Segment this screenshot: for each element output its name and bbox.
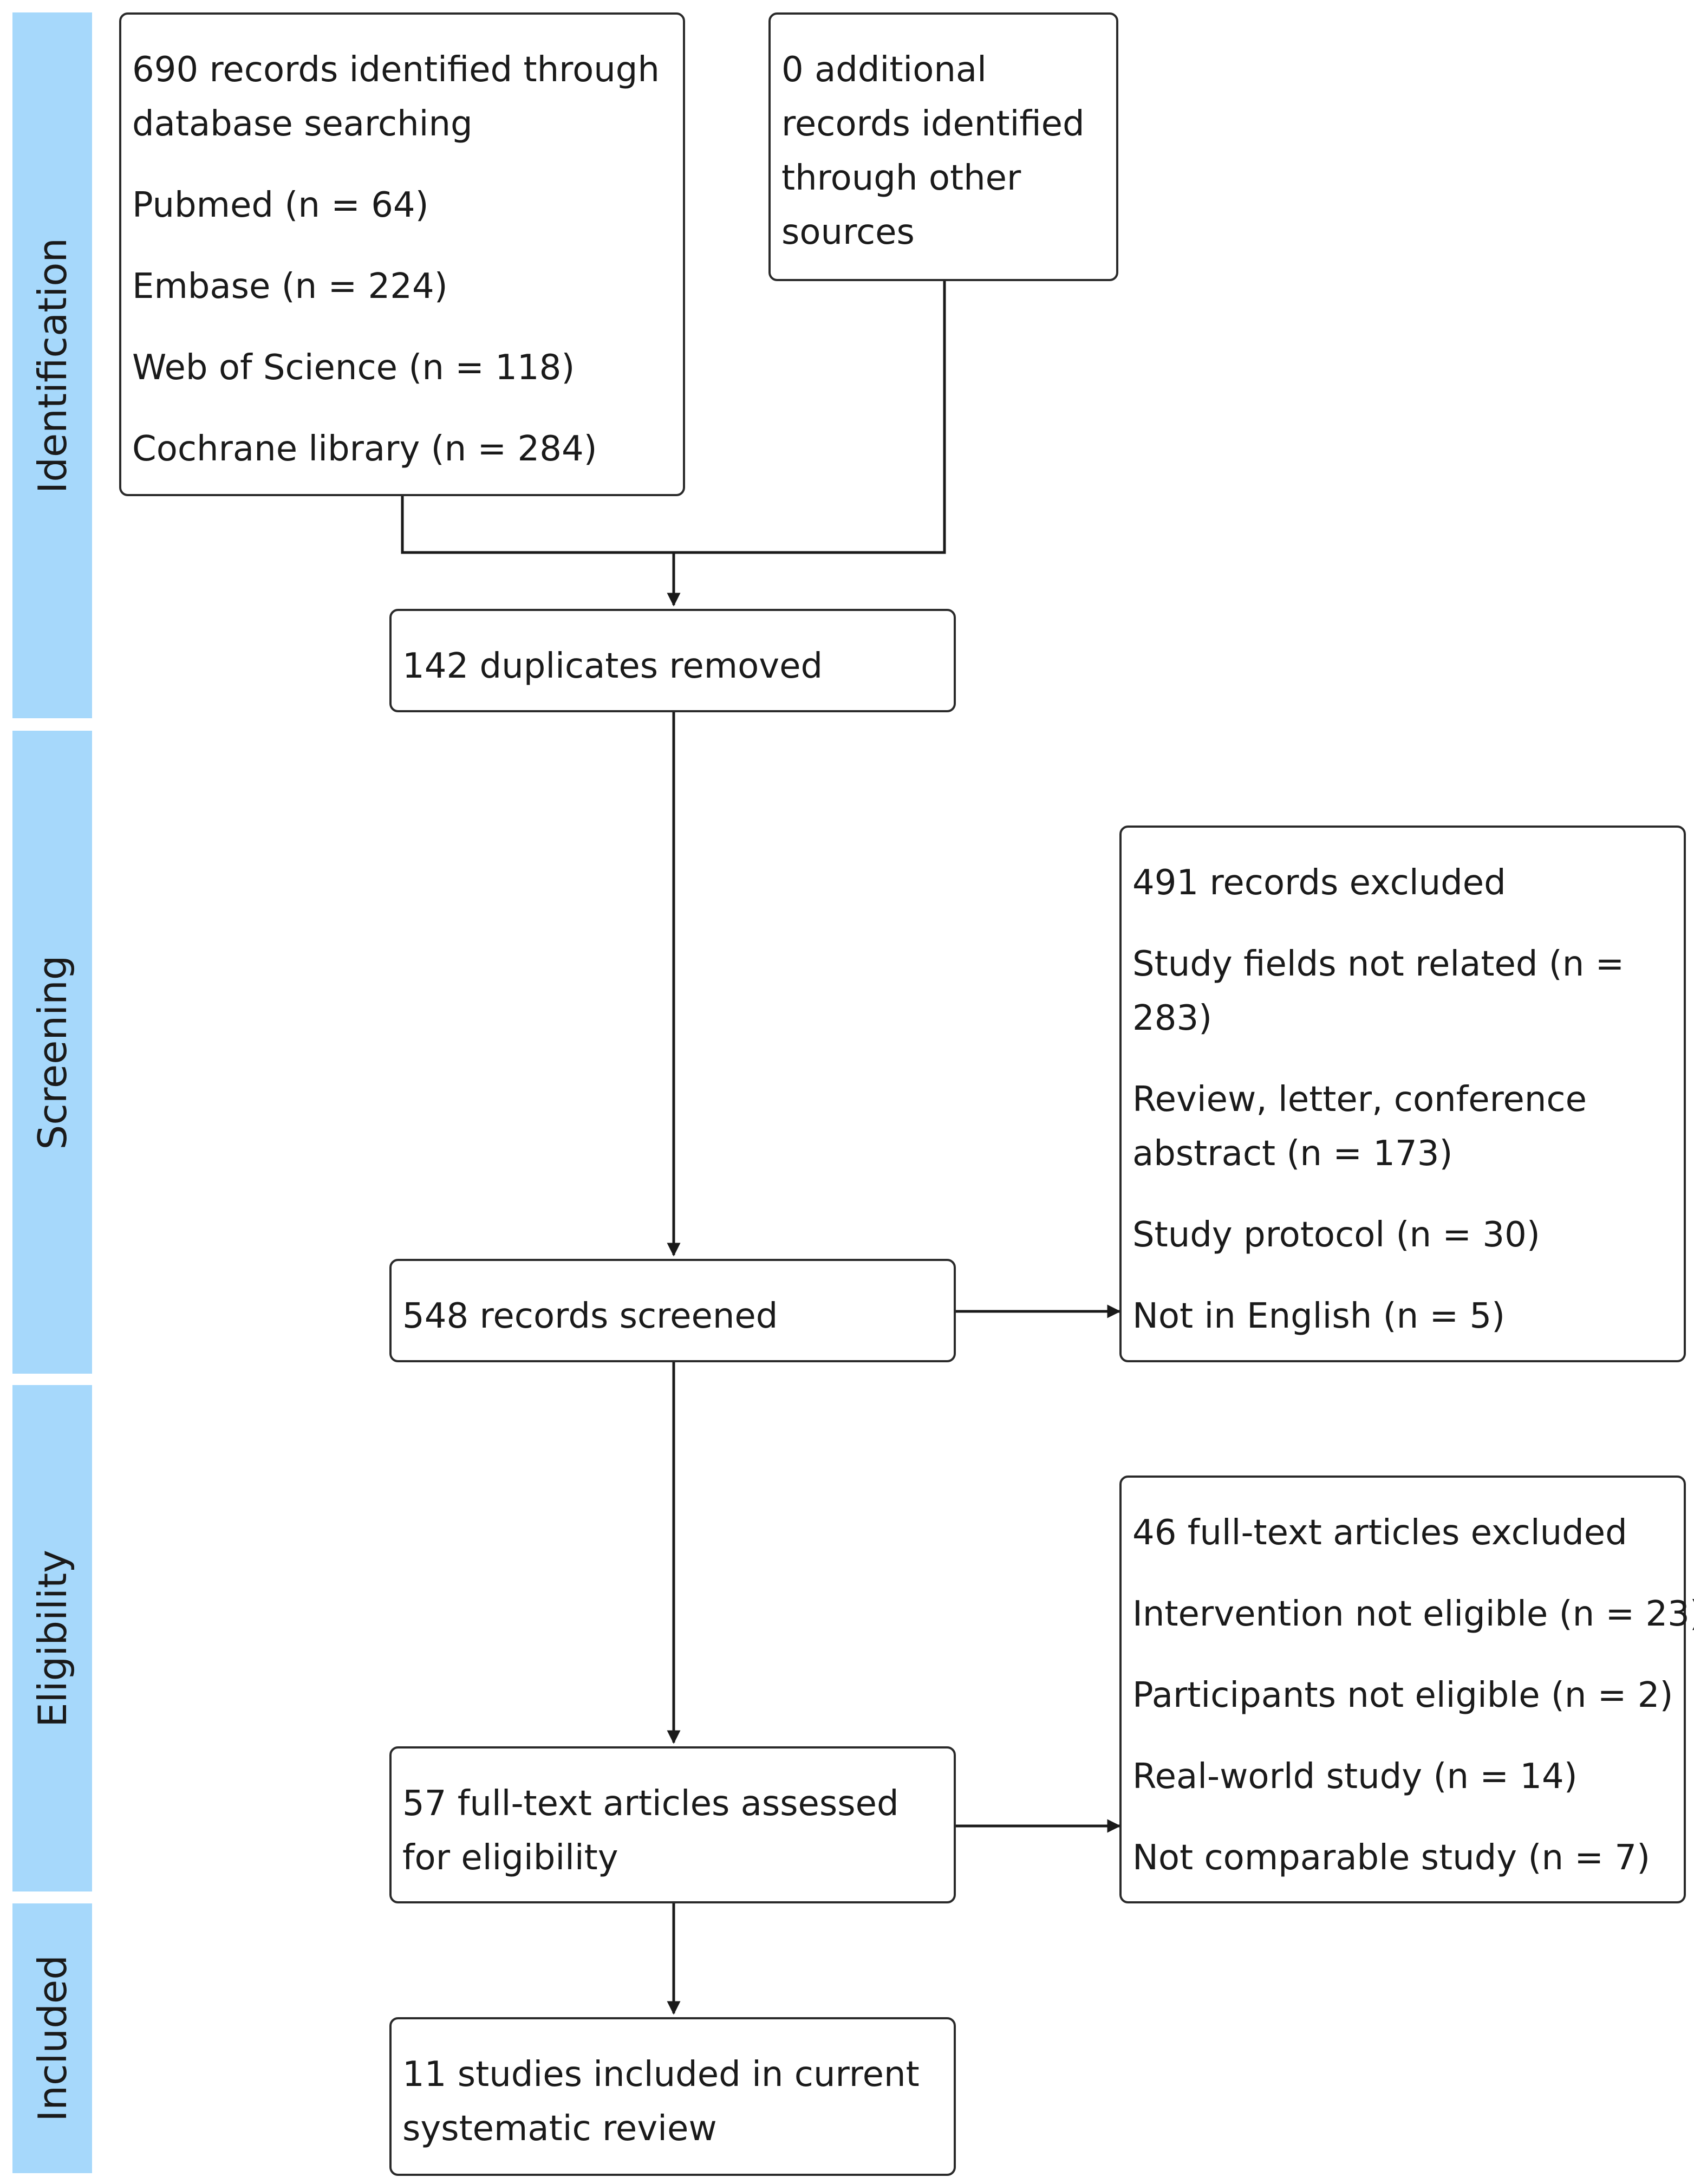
identification-title-line1: 690 records identified through xyxy=(132,50,660,90)
identification-box: 690 records identified through database … xyxy=(119,12,685,496)
screen-excluded-title: 491 records excluded xyxy=(1132,863,1506,903)
source-cochrane: Cochrane library (n = 284) xyxy=(132,429,597,469)
fulltext-line2: for eligibility xyxy=(402,1838,618,1878)
reason-review-line2: abstract (n = 173) xyxy=(1132,1134,1453,1174)
phase-screening: Screening xyxy=(12,731,92,1374)
phase-identification: Identification xyxy=(12,12,92,718)
other-sources-line3: through other xyxy=(781,158,1021,198)
source-embase: Embase (n = 224) xyxy=(132,266,448,307)
other-sources-box: 0 additional records identified through … xyxy=(768,12,1118,281)
phase-included: Included xyxy=(12,1903,92,2173)
reason-participants: Participants not eligible (n = 2) xyxy=(1132,1675,1673,1715)
fulltext-excluded-title: 46 full-text articles excluded xyxy=(1132,1513,1627,1553)
reason-review-line1: Review, letter, conference xyxy=(1132,1080,1587,1120)
reason-intervention: Intervention not eligible (n = 23) xyxy=(1132,1594,1694,1634)
fulltext-excluded-box: 46 full-text articles excluded Intervent… xyxy=(1119,1476,1694,1903)
other-sources-line1: 0 additional xyxy=(781,50,987,90)
screened-box: 548 records screened xyxy=(389,1259,956,1362)
other-sources-line4: sources xyxy=(781,212,915,252)
included-box: 11 studies included in current systemati… xyxy=(389,2017,956,2176)
reason-fields-line1: Study fields not related (n = xyxy=(1132,944,1625,984)
phase-eligibility: Eligibility xyxy=(12,1385,92,1891)
other-sources-line2: records identified xyxy=(781,104,1085,144)
reason-not-english: Not in English (n = 5) xyxy=(1132,1296,1506,1336)
fulltext-box: 57 full-text articles assessed for eligi… xyxy=(389,1746,956,1903)
reason-real-world: Real-world study (n = 14) xyxy=(1132,1757,1578,1797)
duplicates-text: 142 duplicates removed xyxy=(402,646,823,686)
fulltext-line1: 57 full-text articles assessed xyxy=(402,1784,899,1824)
reason-protocol: Study protocol (n = 30) xyxy=(1132,1215,1540,1255)
duplicates-box: 142 duplicates removed xyxy=(389,609,956,712)
reason-not-comparable: Not comparable study (n = 7) xyxy=(1132,1838,1651,1878)
reason-fields-line2: 283) xyxy=(1132,998,1213,1038)
included-line1: 11 studies included in current xyxy=(402,2055,920,2095)
screened-text: 548 records screened xyxy=(402,1296,778,1336)
source-web-of-science: Web of Science (n = 118) xyxy=(132,348,575,388)
screen-excluded-box: 491 records excluded Study fields not re… xyxy=(1119,826,1686,1362)
included-line2: systematic review xyxy=(402,2109,717,2149)
source-pubmed: Pubmed (n = 64) xyxy=(132,185,429,225)
identification-title-line2: database searching xyxy=(132,104,473,144)
